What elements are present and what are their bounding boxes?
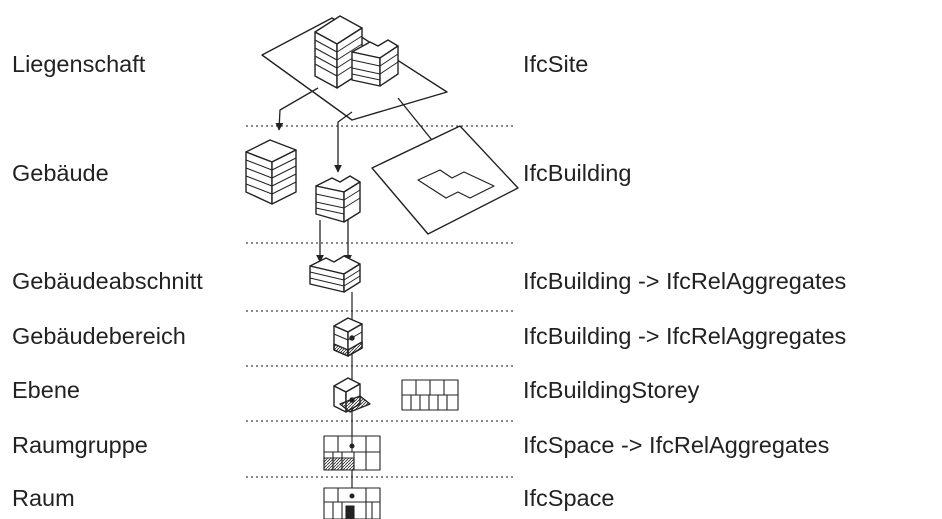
label-ifc-site: IfcSite xyxy=(523,51,589,77)
building-area-icon xyxy=(333,317,363,357)
label-term-building: Gebäude xyxy=(12,160,109,186)
building-section-icon xyxy=(309,255,361,293)
space-icon xyxy=(323,487,381,519)
label-ifc-space-group: IfcSpace -> IfcRelAggregates xyxy=(523,432,830,458)
label-ifc-building: IfcBuilding xyxy=(523,160,632,186)
label-term-building-section: Gebäudeabschnitt xyxy=(12,268,203,294)
label-term-site: Liegenschaft xyxy=(12,51,146,77)
storey-plan-icon xyxy=(401,379,459,411)
label-ifc-building-section: IfcBuilding -> IfcRelAggregates xyxy=(523,268,847,294)
label-ifc-building-area: IfcBuilding -> IfcRelAggregates xyxy=(523,323,847,349)
label-term-space-group: Raumgruppe xyxy=(12,432,148,458)
building-footprint-icon xyxy=(371,125,519,235)
space-group-icon xyxy=(323,435,381,471)
label-term-building-area: Gebäudebereich xyxy=(12,323,186,349)
label-ifc-space: IfcSpace xyxy=(523,485,615,511)
site-block-icon xyxy=(261,15,448,121)
label-ifc-storey: IfcBuildingStorey xyxy=(523,377,700,403)
building-block-icon xyxy=(245,139,297,205)
separator-lines xyxy=(246,125,516,478)
building-block-icon xyxy=(315,175,361,223)
label-term-storey: Ebene xyxy=(12,377,80,403)
storey-icon xyxy=(333,377,371,413)
label-term-space: Raum xyxy=(12,485,75,511)
